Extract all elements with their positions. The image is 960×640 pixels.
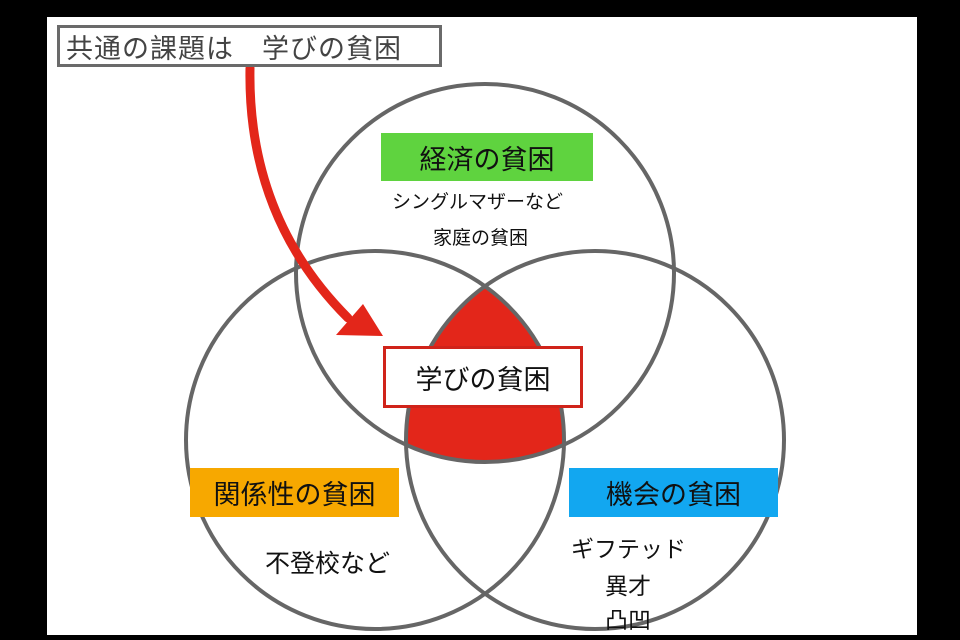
arrow-shaft <box>245 63 353 323</box>
economic-example-family: 家庭の貧困 <box>433 227 529 249</box>
learning-poverty-intersection <box>406 251 564 462</box>
common-issue-title: 共通の課題は 学びの貧困 <box>57 25 442 67</box>
arrow-head-icon <box>336 304 383 336</box>
relation-poverty-circle <box>184 249 566 631</box>
relation-example-school-refusal: 不登校など <box>265 549 391 578</box>
opportunity-poverty-label: 機会の貧困 <box>569 468 778 517</box>
learning-poverty-label: 学びの貧困 <box>383 346 583 408</box>
economic-poverty-circle <box>294 82 676 464</box>
opportunity-example-uneven: 凸凹 <box>605 608 651 634</box>
economic-example-single-mother: シングルマザーなど <box>392 191 564 213</box>
relation-poverty-label: 関係性の貧困 <box>190 468 399 517</box>
opportunity-example-gifted: ギフテッド <box>571 537 686 563</box>
opportunity-poverty-circle <box>404 249 786 631</box>
opportunity-example-talent: 異才 <box>605 574 651 600</box>
intersection-region-group <box>406 251 564 462</box>
economic-poverty-label: 経済の貧困 <box>381 133 593 181</box>
